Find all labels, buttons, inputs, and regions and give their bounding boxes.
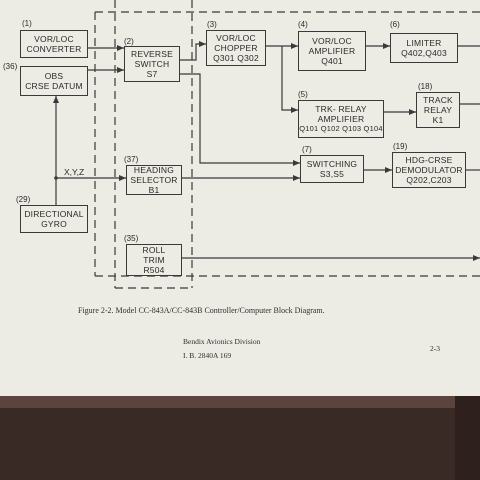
block-line: Q101 Q102 Q103 Q104	[299, 124, 383, 133]
footer-doc-number: I. B. 2840A 169	[183, 351, 232, 360]
block-line: HEADING	[133, 165, 175, 175]
heading-selector-block: HEADING SELECTOR B1	[126, 165, 182, 195]
block-line: TRK- RELAY	[315, 104, 367, 114]
arrow-relay-in	[409, 109, 416, 115]
page-number: 2-3	[430, 344, 440, 353]
block-line: VOR/LOC	[34, 34, 74, 44]
roll-trim-block: ROLL TRIM R504	[126, 244, 182, 276]
arrow-trk-in	[291, 107, 298, 113]
block-line: Q202,C203	[406, 175, 452, 185]
block-line: Q402,Q403	[401, 48, 447, 58]
block-line: SELECTOR	[130, 175, 178, 185]
arrow-chopper-in	[199, 41, 206, 47]
line-reverse-to-chopper	[180, 43, 206, 61]
vor-loc-converter-block: VOR/LOC CONVERTER	[20, 30, 88, 58]
line-reverse-to-switching	[180, 73, 300, 164]
block-number-amplifier: (4)	[298, 20, 308, 29]
block-line: AMPLIFIER	[317, 114, 365, 124]
block-number-heading: (37)	[124, 155, 139, 164]
footer-division: Bendix Avionics Division	[183, 337, 261, 346]
block-line: CRSE DATUM	[25, 81, 83, 91]
block-line: R504	[143, 265, 165, 275]
block-line: SWITCH	[134, 59, 170, 69]
block-line: B1	[148, 185, 160, 195]
block-line: SWITCHING	[306, 159, 358, 169]
block-line: K1	[432, 115, 444, 125]
block-number-track-relay: (18)	[418, 82, 433, 91]
arrow-obs-in	[53, 96, 59, 103]
arrow-demod-in	[385, 167, 392, 173]
block-line: DEMODULATOR	[395, 165, 463, 175]
block-line: TRACK	[423, 95, 453, 105]
block-number-limiter: (6)	[390, 20, 400, 29]
vor-loc-amplifier-block: VOR/LOC AMPLIFIER Q401	[298, 31, 366, 71]
vor-loc-chopper-block: VOR/LOC CHOPPER Q301 Q302	[206, 30, 266, 66]
trk-relay-amplifier-block: TRK- RELAY AMPLIFIER Q101 Q102 Q103 Q104	[298, 100, 384, 138]
block-line: LIMITER	[406, 38, 442, 48]
signal-label-xyz: X,Y,Z	[64, 167, 85, 177]
arrow-reverse-in-2	[117, 67, 124, 73]
figure-caption: Figure 2-2. Model CC-843A/CC-843B Contro…	[78, 306, 325, 315]
block-line: S3,S5	[319, 169, 345, 179]
block-line: CHOPPER	[214, 43, 258, 53]
reverse-switch-block: REVERSE SWITCH S7	[124, 46, 180, 82]
block-line: VOR/LOC	[216, 33, 256, 43]
arrow-heading-in	[119, 175, 126, 181]
block-line: S7	[146, 69, 158, 79]
limiter-block: LIMITER Q402,Q403	[390, 33, 458, 63]
hdg-crse-demodulator-block: HDG-CRSE DEMODULATOR Q202,C203	[392, 152, 466, 188]
block-line: AMPLIFIER	[308, 46, 356, 56]
block-line: OBS	[44, 71, 64, 81]
arrow-limiter-in	[383, 43, 390, 49]
block-line: REVERSE	[130, 49, 174, 59]
desk-edge	[455, 396, 480, 480]
diagram-wiring	[53, 0, 480, 289]
arrow-rolltrim-out	[473, 255, 480, 261]
block-line: ROLL	[142, 245, 166, 255]
block-number-reverse: (2)	[124, 37, 134, 46]
block-line: Q301 Q302	[213, 53, 259, 63]
block-number-obs: (36)	[3, 62, 18, 71]
track-relay-block: TRACK RELAY K1	[416, 92, 460, 128]
block-line: GYRO	[41, 219, 67, 229]
block-number-switching: (7)	[302, 145, 312, 154]
obs-crse-datum-block: OBS CRSE DATUM	[20, 66, 88, 96]
block-number-trk-amp: (5)	[298, 90, 308, 99]
block-number-demod: (19)	[393, 142, 408, 151]
block-number-gyro: (29)	[16, 195, 31, 204]
line-chopper-to-trk	[281, 46, 298, 111]
directional-gyro-block: DIRECTIONAL GYRO	[20, 205, 88, 233]
arrow-switching-in-2	[293, 175, 300, 181]
block-number-rolltrim: (35)	[124, 234, 139, 243]
block-line: RELAY	[423, 105, 453, 115]
desk-surface	[0, 396, 480, 408]
arrow-amp-in	[291, 43, 298, 49]
arrow-reverse-in-1	[117, 45, 124, 51]
block-line: DIRECTIONAL	[24, 209, 84, 219]
block-line: VOR/LOC	[312, 36, 352, 46]
block-number-converter: (1)	[22, 19, 32, 28]
block-line: TRIM	[143, 255, 165, 265]
block-line: HDG-CRSE	[405, 155, 453, 165]
switching-block: SWITCHING S3,S5	[300, 155, 364, 183]
arrow-switching-in-1	[293, 160, 300, 166]
block-number-chopper: (3)	[207, 20, 217, 29]
block-line: Q401	[321, 56, 343, 66]
block-line: CONVERTER	[26, 44, 82, 54]
junction-dot	[54, 176, 58, 180]
